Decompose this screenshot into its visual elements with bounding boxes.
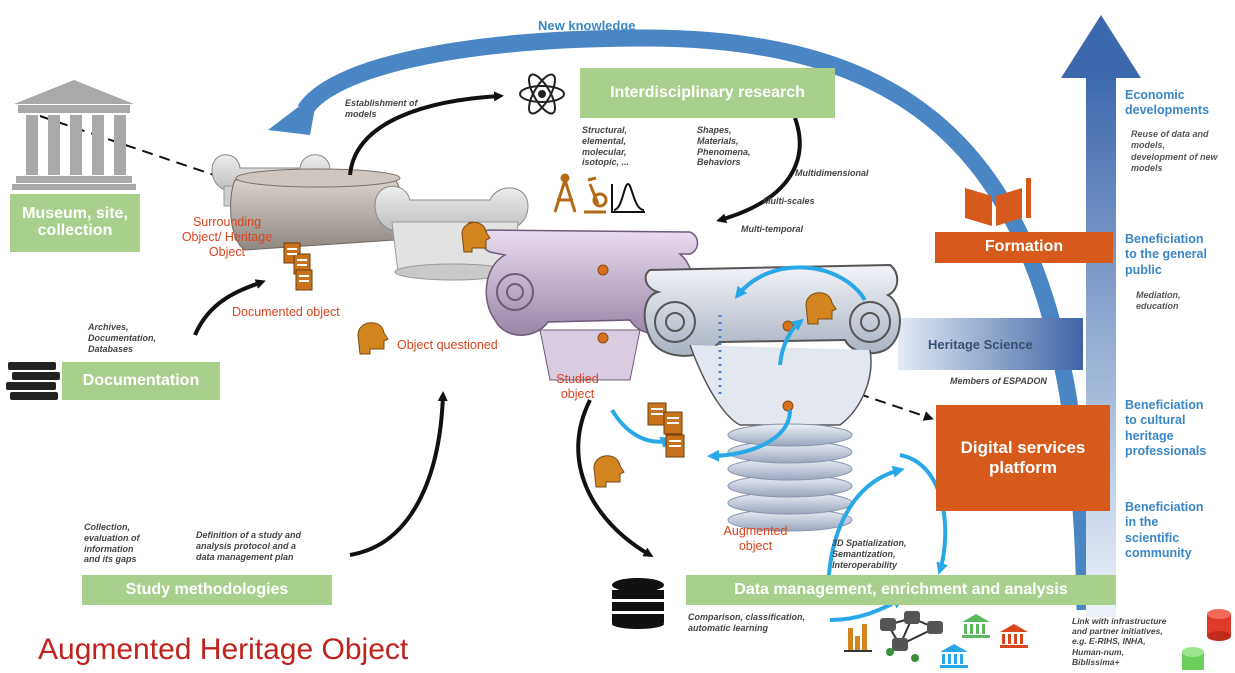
black-flow-arrows <box>193 91 802 558</box>
augmented-disk-stack <box>727 423 853 532</box>
establishment-note: Establishment of models <box>345 98 418 119</box>
network-icon <box>880 611 943 662</box>
museum-temple-icon <box>12 80 136 190</box>
new-knowledge-label: New knowledge <box>538 18 636 33</box>
definition-note: Definition of a study and analysis proto… <box>196 530 301 562</box>
heritage-science-band <box>898 318 1083 370</box>
bar-chart-icon <box>844 624 872 652</box>
surrounding-object-label: Surrounding Object/ Heritage Object <box>181 215 273 259</box>
documented-object-label: Documented object <box>232 305 340 319</box>
augmented-object-label: Augmented object <box>723 524 788 553</box>
books-stack-icon <box>6 362 60 400</box>
scientific-community-label: Beneficiation in the scientific communit… <box>1125 500 1204 560</box>
capital-documented <box>230 168 403 251</box>
human-head-icon <box>357 222 837 488</box>
data-management-box: Data management, enrichment and analysis <box>686 575 1116 605</box>
interdisciplinary-research-box: Interdisciplinary research <box>580 68 835 118</box>
economic-note: Reuse of data and models, development of… <box>1131 129 1218 173</box>
heritage-science-label: Heritage Science <box>928 337 1033 352</box>
archives-note: Archives, Documentation, Databases <box>88 322 157 354</box>
link-note: Link with infrastructure and partner ini… <box>1072 616 1167 667</box>
structural-note: Structural, elemental, molecular, isotop… <box>582 125 630 168</box>
spatialization-note: 3D Spatialization, Semantization, Intero… <box>832 538 907 570</box>
shapes-note: Shapes, Materials, Phenomena, Behaviors <box>697 125 751 168</box>
professionals-label: Beneficiation to cultural heritage profe… <box>1125 398 1207 458</box>
economic-developments-label: Economic developments <box>1125 88 1210 118</box>
formation-box: Formation <box>935 232 1113 263</box>
economic-up-arrow <box>1061 15 1141 617</box>
comparison-note: Comparison, classification, automatic le… <box>688 612 806 633</box>
atom-icon <box>519 73 565 115</box>
studied-object-label: Studied object <box>556 372 599 401</box>
digital-services-box: Digital services platform <box>936 405 1110 511</box>
object-questioned-label: Object questioned <box>397 338 498 352</box>
members-note: Members of ESPADON <box>950 376 1047 386</box>
capital-augmented <box>643 263 901 426</box>
compass-icon <box>553 173 577 213</box>
general-public-label: Beneficiation to the general public <box>1125 232 1207 277</box>
capital-studied <box>481 229 699 381</box>
open-book-icon <box>965 178 1031 226</box>
documentation-box: Documentation <box>62 362 220 400</box>
collection-note: Collection, evaluation of information an… <box>84 522 140 565</box>
microscope-icon <box>584 176 608 214</box>
database-icon <box>612 578 664 629</box>
general-public-note: Mediation, education <box>1136 290 1181 312</box>
museum-box: Museum, site, collection <box>10 194 140 252</box>
study-methodologies-box: Study methodologies <box>82 575 332 605</box>
multitemporal-note: Multi-temporal <box>741 224 803 234</box>
institution-icon <box>940 614 1028 668</box>
main-title: Augmented Heritage Object <box>38 633 409 666</box>
database-cylinder-icon <box>1182 609 1231 670</box>
distribution-curve-icon <box>611 182 645 213</box>
document-lines <box>287 248 681 447</box>
multidimensional-note: Multidimensional <box>795 168 869 178</box>
multiscales-note: Multi-scales <box>763 196 815 206</box>
